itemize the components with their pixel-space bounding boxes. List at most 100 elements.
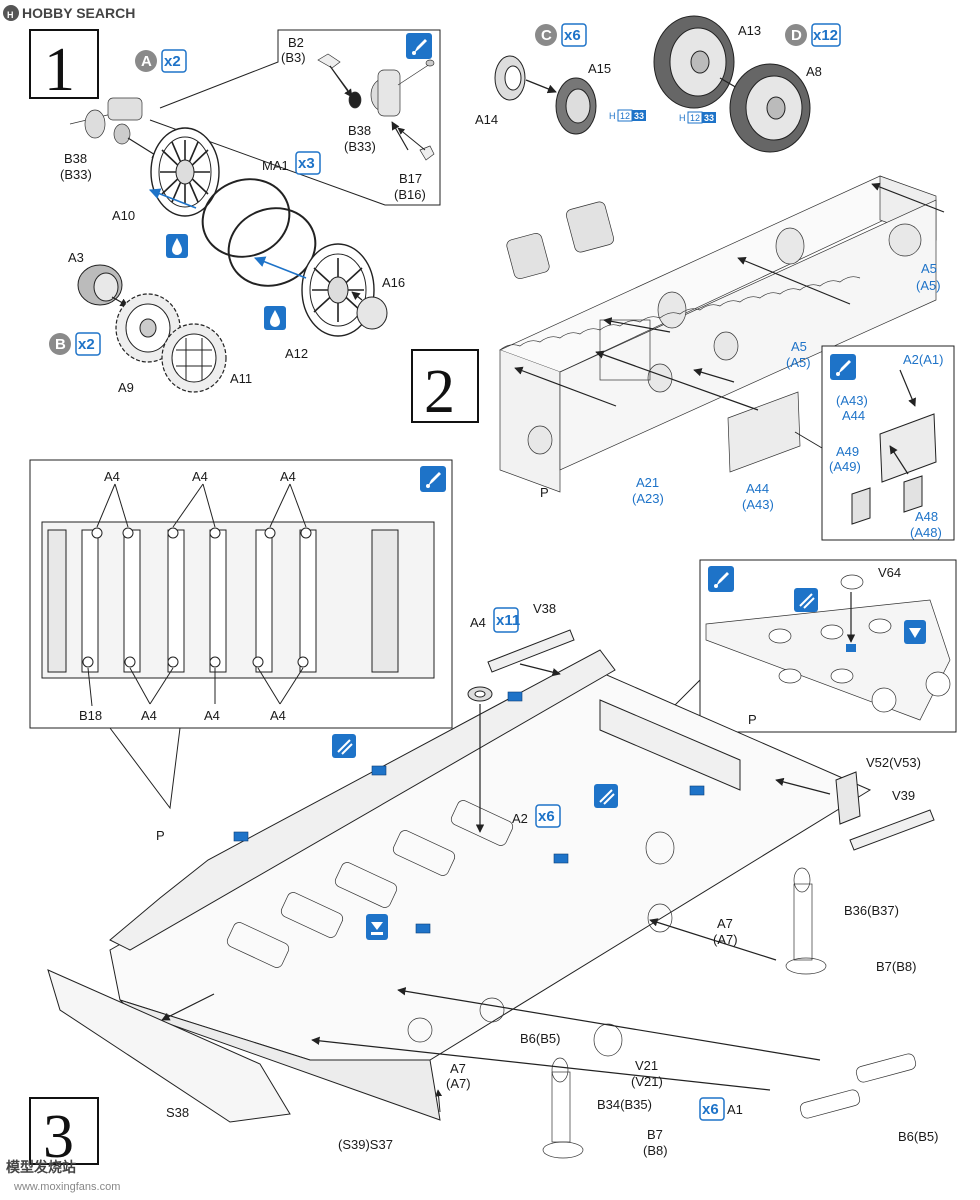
label-a1: A1 [727,1102,743,1117]
label-a49: A49 [836,444,859,459]
label-a48-alt: (A48) [910,525,942,540]
svg-text:x6: x6 [702,1101,719,1118]
label-a5-2: A5 [791,339,807,354]
label-a5-2-alt: (A5) [786,355,811,370]
bracket-v52 [835,771,861,825]
step-3-box [29,1097,99,1165]
label-s38: S38 [166,1105,189,1120]
label-a23: (A23) [632,491,664,506]
label-a4-inset-6: A4 [270,708,286,723]
watermark-site-name: 模型发烧站 [6,1159,76,1175]
paint-icon [406,33,432,59]
label-a48: A48 [915,509,938,524]
plate-a44 [879,413,937,483]
svg-text:12: 12 [690,113,700,123]
inset-decal-detail: V64 P [667,559,957,733]
torsion-housings [226,800,514,968]
label-b6-b5-1: B6(B5) [520,1031,560,1046]
svg-text:33: 33 [704,113,714,123]
label-b18: B18 [79,708,102,723]
label-a5-1-alt: (A5) [916,278,941,293]
paint-code-a13: H 12 33 [679,111,716,124]
label-a2-a1: A2(A1) [903,352,943,367]
label-b33-detail: (B33) [344,139,376,154]
label-b2: B2 [288,35,304,50]
hubcap-a16 [356,296,388,330]
svg-text:H: H [7,10,14,20]
label-b7: B7 [647,1127,663,1142]
label-a21: A21 [636,475,659,490]
svg-text:x2: x2 [164,53,181,70]
label-b33: (B33) [60,167,92,182]
lower-hull [47,649,872,1123]
paint-code-a15: H 12 33 [609,109,646,122]
svg-text:x6: x6 [538,808,555,825]
label-a4-inset-2: A4 [192,469,208,484]
label-a7-2: A7 [450,1061,466,1076]
svg-text:H: H [609,111,616,121]
svg-text:x2: x2 [78,336,95,353]
label-v52: V52(V53) [866,755,921,770]
label-a43: (A43) [742,497,774,512]
label-a4: A4 [470,615,486,630]
strip-v39 [849,809,935,851]
site-watermark: 模型发烧站 www.moxingfans.com [6,1159,120,1193]
download-arrow-icon [366,914,388,940]
label-v38: V38 [533,601,556,616]
decal-marker-3 [507,691,523,702]
label-a49-alt: (A49) [829,459,861,474]
label-v39: V39 [892,788,915,803]
hobby-search-watermark: H HOBBY SEARCH [3,5,135,21]
badge-c: C x6 [535,23,587,47]
label-a44: A44 [746,481,769,496]
badge-ma1-count: x3 [298,155,315,172]
badge-d: D x12 [785,23,841,47]
svg-text:x11: x11 [496,612,520,629]
svg-text:12: 12 [620,111,630,121]
badge-a4: x11 [493,607,520,633]
label-a9: A9 [118,380,134,395]
label-a8: A8 [806,64,822,79]
decal-marker-6 [689,785,705,796]
label-a11: A11 [230,371,252,386]
svg-text:33: 33 [634,111,644,121]
glue-icon-2 [264,306,286,330]
paint-icon-decal [708,566,734,592]
strip-v38 [487,629,575,673]
label-a4-inset-5: A4 [204,708,220,723]
label-a16: A16 [382,275,405,290]
badge-a: A x2 [135,49,187,73]
inset-torsion-bars: A4 A4 A4 B18 A4 A4 A4 [29,459,453,810]
step-1-number: 1 [44,36,75,104]
decal-marker-2 [371,765,387,776]
label-a7-1-alt: (A7) [713,932,738,947]
step-2: 2 [411,175,955,541]
svg-text:H: H [679,113,686,123]
label-a7-1: A7 [717,916,733,931]
label-b7-b8: B7(B8) [876,959,916,974]
step-3-number: 3 [43,1103,74,1171]
badge-a1: x6 [699,1097,725,1121]
label-a44-inset: A44 [842,408,865,423]
svg-text:B: B [55,336,66,353]
label-a12: A12 [285,346,308,361]
decal-marker-5 [553,853,569,864]
glue-icon-1 [166,234,188,258]
label-b8: (B8) [643,1143,668,1158]
label-a5-1: A5 [921,261,937,276]
svg-text:x6: x6 [564,27,581,44]
label-s37: (S39)S37 [338,1137,393,1152]
sprocket-a11 [161,323,227,393]
label-b6-b5-2: B6(B5) [898,1129,938,1144]
label-a14: A14 [475,112,498,127]
sprocket-a9 [115,293,181,363]
paint-icon-inset [420,466,446,492]
side-plate-s38 [47,969,291,1123]
decal-icon-1 [332,734,356,758]
watermark-brand: HOBBY SEARCH [22,5,135,21]
paint-icon-a44 [830,354,856,380]
label-v21-alt: (V21) [631,1074,663,1089]
label-b17: B17 [399,171,422,186]
step-2-box [411,349,479,423]
rubber-ring-2 [227,207,317,287]
